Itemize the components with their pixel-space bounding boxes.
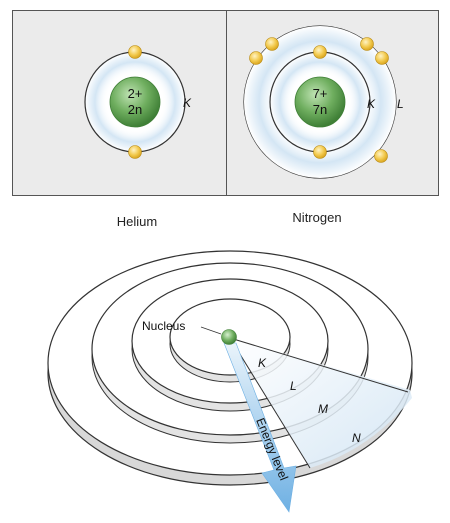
level-n-label: N xyxy=(352,431,361,445)
energy-level-diagram: Energy level Nucleus K L M N xyxy=(47,250,413,513)
energy-arrow xyxy=(223,342,297,513)
helium-charge-label: 2+ xyxy=(128,86,143,101)
helium-shell-k-label: K xyxy=(183,96,192,110)
nitrogen-charge-label: 7+ xyxy=(313,86,328,101)
nucleus-label: Nucleus xyxy=(142,319,185,333)
helium-electron xyxy=(128,45,142,59)
nitrogen-electron-l xyxy=(375,51,389,65)
helium-atom: 2+ 2n K xyxy=(84,45,192,159)
nitrogen-electron-l xyxy=(249,51,263,65)
nitrogen-shell-k-label: K xyxy=(367,97,376,111)
energy-wedge xyxy=(230,338,412,468)
nitrogen-electron-l xyxy=(360,37,374,51)
nitrogen-neutron-label: 7n xyxy=(313,102,327,117)
nitrogen-electron-l xyxy=(265,37,279,51)
nitrogen-shell-l-label: L xyxy=(397,97,404,111)
nitrogen-nucleus xyxy=(294,76,346,128)
nitrogen-caption: Nitrogen xyxy=(292,210,342,225)
nucleus-leader-line xyxy=(200,326,222,335)
helium-caption: Helium xyxy=(116,214,158,229)
wedge-edge-lower xyxy=(229,337,311,469)
helium-neutron-label: 2n xyxy=(128,102,142,117)
helium-electron xyxy=(128,145,142,159)
nitrogen-electron-k xyxy=(313,45,327,59)
nitrogen-atom: 7+ 7n K L xyxy=(243,25,404,179)
level-m-label: M xyxy=(318,402,328,416)
diagram-nucleus xyxy=(221,329,237,345)
nitrogen-electron-l xyxy=(374,149,388,163)
wedge-edge-upper xyxy=(229,337,409,393)
nitrogen-electron-k xyxy=(313,145,327,159)
helium-nucleus xyxy=(109,76,161,128)
level-k-label: K xyxy=(258,356,267,370)
level-l-label: L xyxy=(290,379,297,393)
